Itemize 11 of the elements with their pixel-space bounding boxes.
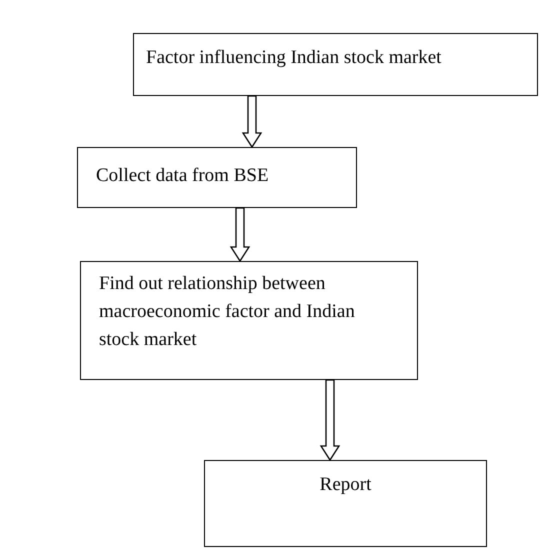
process-box <box>204 460 487 547</box>
box-text: Report <box>320 473 372 497</box>
process-box <box>133 33 538 96</box>
process-box <box>77 147 357 208</box>
process-box <box>80 261 418 380</box>
box-text: Factor influencing Indian stock market <box>146 46 442 70</box>
box-text: Find out relationship between macroeconomic factor and Indian stock market <box>99 272 356 352</box>
hollow-arrow <box>230 207 250 262</box>
hollow-arrow <box>242 95 262 148</box>
hollow-arrow <box>320 379 340 462</box>
box-text: Collect data from BSE <box>96 164 269 188</box>
